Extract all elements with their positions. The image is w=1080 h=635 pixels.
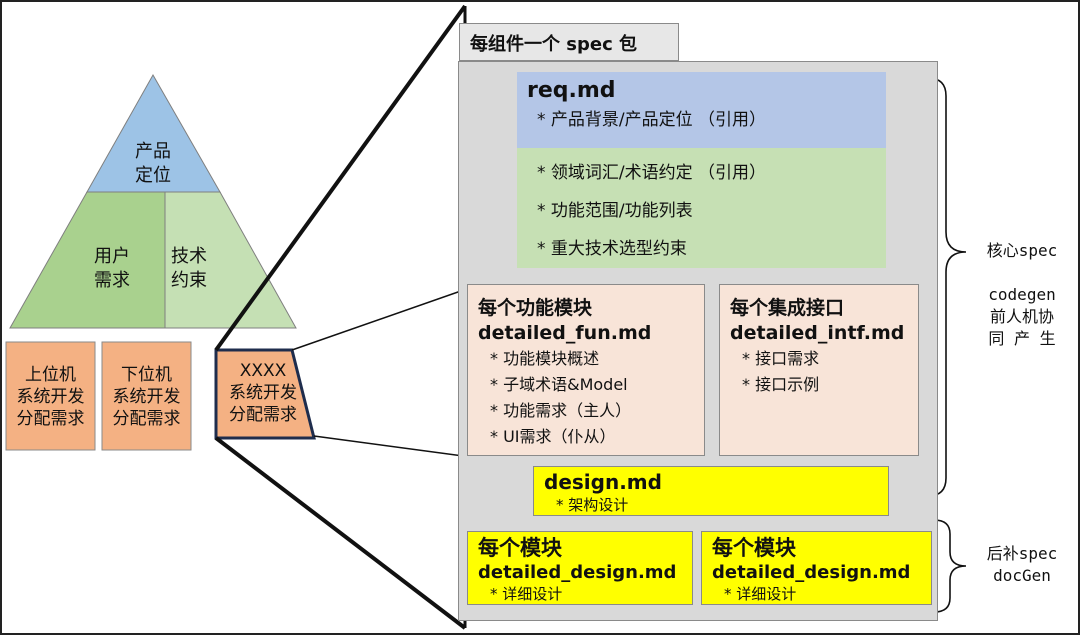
module-title: 每个模块: [712, 536, 796, 560]
box-lower-computer-label: 下位机 系统开发 分配需求: [112, 365, 181, 429]
req-item: * 产品背景/产品定位 （引用）: [537, 110, 767, 130]
req-md-body: * 领域词汇/术语约定 （引用） * 功能范围/功能列表 * 重大技术选型约束: [517, 148, 886, 268]
pyramid-tech-constraint-label: 技术 约束: [171, 246, 207, 291]
design-item: * 架构设计: [556, 496, 629, 514]
box-upper-computer-label: 上位机 系统开发 分配需求: [16, 365, 85, 429]
intf-item: * 接口示例: [742, 375, 820, 394]
box-upper-computer: [5, 341, 96, 451]
req-item: * 领域词汇/术语约定 （引用）: [537, 163, 767, 183]
detailed-intf-box: 每个集成接口 detailed_intf.md * 接口需求 * 接口示例: [719, 284, 919, 456]
fun-filename: detailed_fun.md: [478, 322, 652, 344]
intf-title: 每个集成接口: [730, 297, 845, 319]
pyramid-top-label: 产品 定位: [135, 141, 171, 186]
module-item: * 详细设计: [490, 585, 563, 603]
module-filename: detailed_design.md: [478, 562, 677, 583]
design-md-box: design.md * 架构设计: [533, 466, 889, 516]
intf-filename: detailed_intf.md: [730, 322, 905, 344]
codegen-label: codegen 前人机协 同 产 生: [988, 285, 1056, 348]
module-item: * 详细设计: [724, 585, 797, 603]
pyramid-mid-right: [164, 191, 297, 329]
module-box-right: 每个模块 detailed_design.md * 详细设计: [701, 531, 932, 605]
intf-item: * 接口需求: [742, 349, 820, 368]
core-spec-label: 核心spec: [986, 241, 1058, 260]
module-box-left: 每个模块 detailed_design.md * 详细设计: [467, 531, 693, 605]
fun-item: * 功能模块概述: [490, 349, 600, 368]
pyramid-user-req-label: 用户 需求: [94, 246, 130, 291]
fun-item: * UI需求（仆从）: [490, 427, 616, 446]
detailed-fun-box: 每个功能模块 detailed_fun.md * 功能模块概述 * 子域术语&M…: [467, 284, 705, 456]
later-spec-label: 后补spec docGen: [986, 544, 1058, 585]
req-md-filename: req.md: [527, 78, 616, 103]
zoom-line-bottom: [214, 436, 467, 630]
box-xxxx: [214, 348, 316, 440]
spec-package-title: 每组件一个 spec 包: [459, 23, 679, 61]
fun-item: * 功能需求（主人）: [490, 401, 632, 420]
design-filename: design.md: [544, 470, 662, 494]
box-lower-computer: [101, 341, 192, 451]
box-xxxx-label: XXXX 系统开发 分配需求: [229, 361, 297, 425]
module-title: 每个模块: [478, 536, 562, 560]
req-item: * 重大技术选型约束: [537, 239, 687, 259]
fun-item: * 子域术语&Model: [490, 375, 628, 394]
zoom-line-top: [214, 4, 467, 352]
req-md-header: req.md * 产品背景/产品定位 （引用）: [517, 72, 886, 148]
req-item: * 功能范围/功能列表: [537, 201, 693, 221]
fun-title: 每个功能模块: [478, 297, 593, 319]
brace-core: [927, 77, 967, 497]
brace-later: [933, 519, 967, 613]
module-filename: detailed_design.md: [712, 562, 911, 583]
